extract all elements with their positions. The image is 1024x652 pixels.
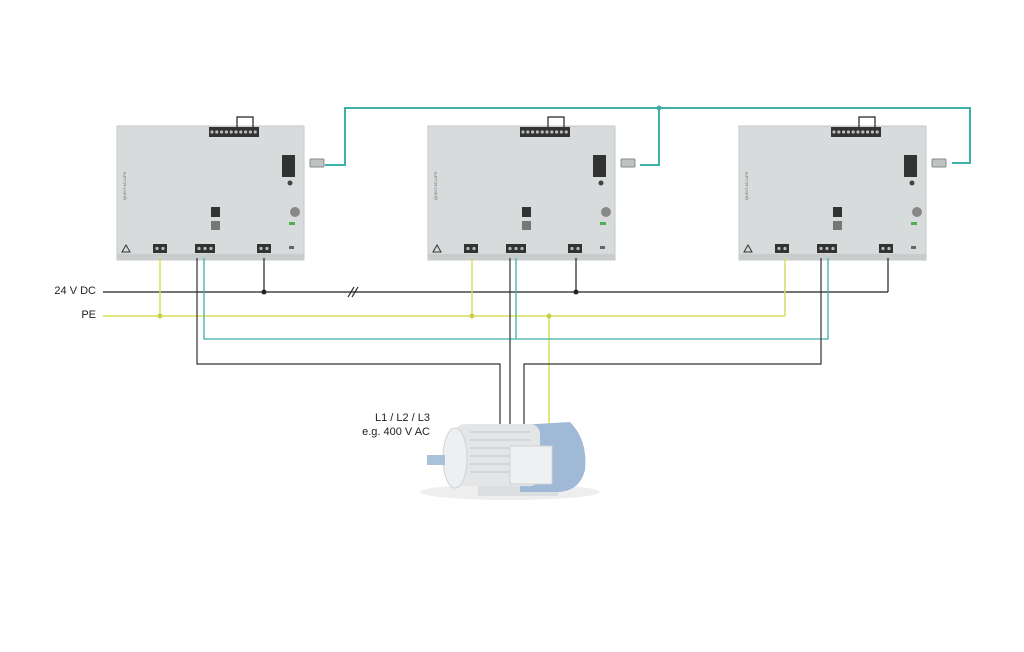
network-plug	[309, 158, 325, 168]
device-name: QUINT AC-UPS	[433, 171, 438, 200]
mode-dial[interactable]	[912, 207, 922, 217]
junction-dot	[157, 313, 163, 319]
voltage-label: e.g. 400 V AC	[362, 426, 430, 438]
device-name: QUINT AC-UPS	[744, 171, 749, 200]
signal-terminal-block[interactable]	[209, 127, 259, 137]
status-led	[289, 222, 295, 225]
status-led	[911, 222, 917, 225]
dc-output-terminal[interactable]	[257, 244, 271, 253]
dc-output-terminal[interactable]	[568, 244, 582, 253]
ethernet-port[interactable]	[593, 155, 606, 177]
usb-icon	[911, 246, 916, 249]
junction-dot	[656, 105, 662, 111]
signal-line	[203, 258, 829, 340]
brand-logo	[522, 207, 531, 217]
junction-dot	[469, 313, 475, 319]
network-plug	[931, 158, 947, 168]
junction-dot	[573, 289, 579, 295]
junction-dot	[261, 289, 267, 295]
ups-device: QUINT AC-UPS	[116, 116, 325, 261]
warning-icon	[121, 243, 131, 253]
signal-terminal-block[interactable]	[520, 127, 570, 137]
warning-icon	[432, 243, 442, 253]
phase-lines	[196, 258, 822, 425]
reset-button[interactable]	[287, 180, 293, 186]
warning-icon	[743, 243, 753, 253]
reset-button[interactable]	[909, 180, 915, 186]
pe-label: PE	[81, 309, 96, 321]
dc-output-terminal[interactable]	[879, 244, 893, 253]
motor	[420, 422, 600, 500]
junction-dot	[546, 313, 552, 319]
brand-logo	[833, 207, 842, 217]
ethernet-port[interactable]	[904, 155, 917, 177]
brand-logo	[211, 207, 220, 217]
pe-line	[103, 258, 786, 425]
usb-icon	[289, 246, 294, 249]
device-name: QUINT AC-UPS	[122, 171, 127, 200]
phases-label: L1 / L2 / L3	[374, 412, 430, 424]
network-plug	[620, 158, 636, 168]
signal-terminal-block[interactable]	[831, 127, 881, 137]
pe-terminal[interactable]	[153, 244, 167, 253]
qr-code	[211, 221, 220, 230]
ethernet-port[interactable]	[282, 155, 295, 177]
qr-code	[522, 221, 531, 230]
ups-device: QUINT AC-UPS	[427, 116, 636, 261]
mode-dial[interactable]	[601, 207, 611, 217]
qr-code	[833, 221, 842, 230]
mode-dial[interactable]	[290, 207, 300, 217]
pe-terminal[interactable]	[775, 244, 789, 253]
dc-label: 24 V DC	[54, 285, 96, 297]
reset-button[interactable]	[598, 180, 604, 186]
pe-terminal[interactable]	[464, 244, 478, 253]
usb-icon	[600, 246, 605, 249]
status-led	[600, 222, 606, 225]
ups-device: QUINT AC-UPS	[738, 116, 947, 261]
dc-line	[103, 258, 889, 298]
